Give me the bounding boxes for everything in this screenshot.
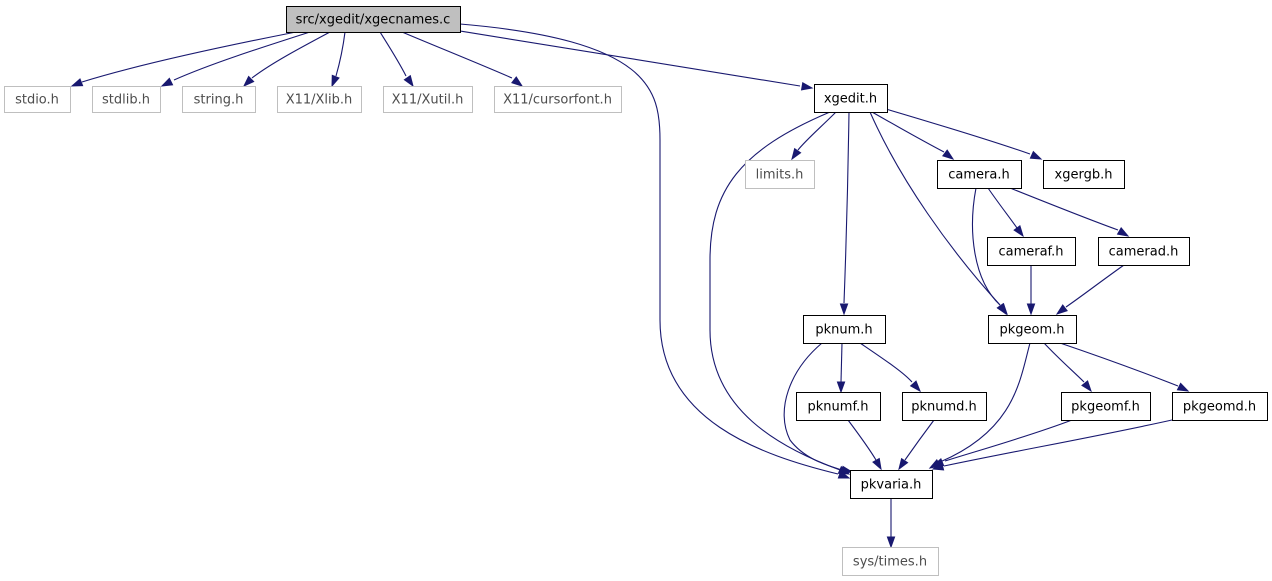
node-label: pknumf.h: [808, 400, 869, 415]
node-label: X11/cursorfont.h: [503, 93, 612, 108]
edge-root-to-cursorfont: [401, 31, 524, 87]
node-label: camera.h: [948, 168, 1009, 183]
node-label: camerad.h: [1109, 245, 1179, 260]
node-systimes[interactable]: sys/times.h: [842, 547, 939, 576]
node-pknumd[interactable]: pknumd.h: [902, 392, 987, 421]
edge-pknumd-to-pkvaria: [898, 419, 935, 471]
node-stdio[interactable]: stdio.h: [4, 86, 71, 113]
node-label: cameraf.h: [998, 245, 1063, 260]
node-root[interactable]: src/xgedit/xgecnames.c: [286, 6, 461, 33]
node-label: pknumd.h: [911, 400, 977, 415]
edge-pkgeom-to-pkgeomd: [1059, 342, 1190, 392]
node-label: src/xgedit/xgecnames.c: [296, 13, 451, 28]
node-stdlib[interactable]: stdlib.h: [92, 86, 161, 113]
node-pknumf[interactable]: pknumf.h: [796, 392, 881, 421]
edge-root-to-xutil: [379, 31, 414, 88]
node-pkgeomd[interactable]: pkgeomd.h: [1172, 392, 1268, 421]
edge-root-to-xgedit: [459, 30, 814, 91]
edge-camerad-to-pkgeom: [1055, 264, 1125, 315]
node-pkgeomf[interactable]: pkgeomf.h: [1061, 392, 1151, 421]
edge-xgedit-to-pkgeom: [869, 111, 1008, 316]
edge-pkgeomd-to-pkvaria: [931, 419, 1173, 471]
node-label: pknum.h: [815, 323, 872, 338]
edge-xgedit-to-limits: [791, 111, 837, 161]
node-xlib[interactable]: X11/Xlib.h: [277, 86, 362, 113]
edge-root-to-xlib: [331, 31, 346, 88]
nodes-layer: src/xgedit/xgecnames.c stdio.h stdlib.h str…: [4, 6, 1268, 576]
node-label: X11/Xlib.h: [286, 93, 353, 108]
edge-pkgeom-to-pkgeomf: [1043, 342, 1092, 393]
node-label: stdlib.h: [102, 93, 150, 108]
node-xutil[interactable]: X11/Xutil.h: [383, 86, 473, 113]
edge-pknum-to-pknumd: [859, 342, 921, 393]
node-label: X11/Xutil.h: [392, 93, 464, 108]
node-label: pkgeomd.h: [1183, 400, 1256, 415]
edge-xgedit-to-pknum: [839, 111, 850, 316]
node-limits[interactable]: limits.h: [745, 160, 815, 189]
edge-root-to-stdio: [70, 31, 297, 87]
node-label: xgedit.h: [824, 92, 877, 107]
node-cursorfont[interactable]: X11/cursorfont.h: [494, 86, 622, 113]
edge-pknum-to-pkvaria: [783, 342, 854, 475]
edge-root-to-string: [242, 31, 331, 88]
edge-xgedit-to-camera: [871, 111, 955, 160]
edge-cameraf-to-pkgeom: [1026, 265, 1036, 316]
node-xgergb[interactable]: xgergb.h: [1043, 160, 1125, 189]
edge-xgedit-to-xgergb: [885, 108, 1043, 160]
node-pkvaria[interactable]: pkvaria.h: [850, 470, 933, 499]
node-label: stdio.h: [15, 93, 59, 108]
node-xgedit[interactable]: xgedit.h: [814, 84, 888, 113]
node-cameraf[interactable]: cameraf.h: [987, 237, 1076, 266]
edge-root-to-stdlib: [160, 31, 311, 87]
node-camerad[interactable]: camerad.h: [1098, 237, 1190, 266]
node-label: pkvaria.h: [861, 478, 922, 493]
edge-camera-to-cameraf: [987, 187, 1024, 238]
node-pkgeom[interactable]: pkgeom.h: [988, 315, 1077, 344]
node-camera[interactable]: camera.h: [937, 160, 1022, 189]
node-label: pkgeomf.h: [1071, 400, 1140, 415]
edges-layer: [70, 23, 1190, 549]
node-label: xgergb.h: [1055, 168, 1113, 183]
edge-pknumf-to-pkvaria: [847, 419, 882, 471]
node-label: string.h: [194, 93, 244, 108]
node-pknum[interactable]: pknum.h: [803, 315, 886, 344]
node-label: limits.h: [756, 168, 804, 183]
edge-pknum-to-pknumf: [836, 342, 846, 394]
node-string[interactable]: string.h: [182, 86, 256, 113]
edge-camera-to-camerad: [1009, 187, 1130, 237]
edge-pkgeomf-to-pkvaria: [931, 419, 1073, 467]
edge-pkvaria-to-systimes: [886, 498, 896, 549]
edge-camera-to-pkgeom: [972, 187, 1007, 316]
node-label: pkgeom.h: [999, 323, 1064, 338]
node-label: sys/times.h: [853, 555, 927, 570]
